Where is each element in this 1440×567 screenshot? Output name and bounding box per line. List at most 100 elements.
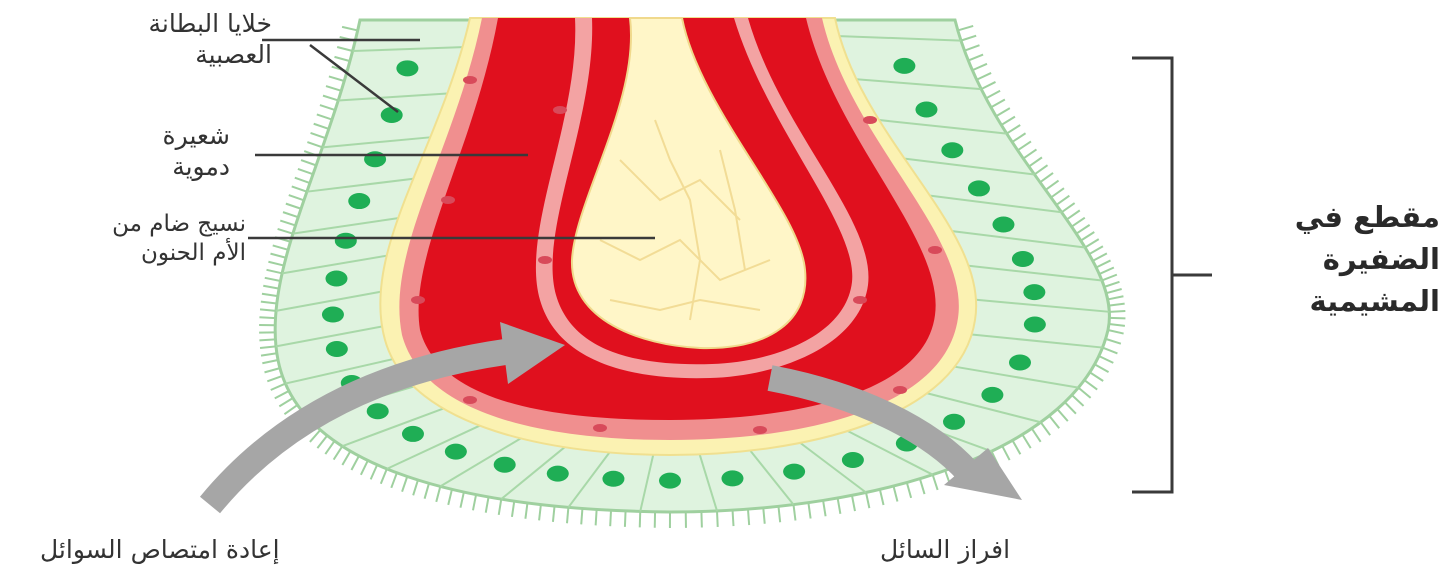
microvillus bbox=[717, 511, 718, 527]
microvillus bbox=[298, 169, 313, 174]
microvillus bbox=[261, 302, 277, 304]
section-bracket bbox=[1132, 58, 1212, 492]
microvillus bbox=[260, 346, 276, 348]
microvillus bbox=[460, 492, 463, 508]
microvillus bbox=[1108, 296, 1124, 299]
microvillus bbox=[1104, 282, 1119, 287]
microvillus bbox=[866, 492, 869, 508]
microvillus bbox=[981, 82, 995, 89]
wall-nucleus bbox=[753, 426, 767, 434]
microvillus bbox=[1012, 133, 1025, 142]
microvillus bbox=[283, 212, 298, 217]
microvillus bbox=[539, 505, 541, 521]
microvillus bbox=[553, 506, 555, 522]
nucleus bbox=[992, 217, 1014, 233]
microvillus bbox=[271, 384, 286, 390]
nucleus bbox=[367, 403, 389, 419]
nucleus bbox=[783, 464, 805, 480]
label-fluid-secretion: افراز السائل bbox=[880, 534, 1142, 565]
microvillus bbox=[317, 436, 327, 449]
microvillus bbox=[1078, 388, 1090, 398]
microvillus bbox=[972, 64, 987, 70]
nucleus bbox=[602, 471, 624, 487]
nucleus bbox=[842, 452, 864, 468]
nucleus bbox=[445, 444, 467, 460]
microvillus bbox=[512, 501, 514, 517]
microvillus bbox=[763, 508, 764, 524]
microvillus bbox=[448, 489, 452, 505]
microvillus bbox=[317, 114, 332, 119]
microvillus bbox=[1081, 232, 1094, 241]
microvillus bbox=[265, 278, 281, 281]
microvillus bbox=[610, 510, 611, 526]
label-epithelial-cells: خلايا البطانة العصبية bbox=[40, 8, 272, 71]
microvillus bbox=[581, 508, 582, 524]
microvillus bbox=[1023, 149, 1036, 158]
microvillus bbox=[391, 473, 397, 488]
microvillus bbox=[907, 482, 911, 497]
microvillus bbox=[964, 45, 979, 50]
microvillus bbox=[1034, 165, 1047, 174]
microvillus bbox=[260, 309, 276, 310]
microvillus bbox=[1065, 402, 1076, 414]
microvillus bbox=[1109, 304, 1125, 306]
wall-nucleus bbox=[553, 106, 567, 114]
microvillus bbox=[748, 509, 749, 525]
microvillus bbox=[314, 124, 329, 129]
label-connective-tissue-line2: الأم الحنون bbox=[0, 239, 246, 268]
microvillus bbox=[808, 503, 810, 519]
microvillus bbox=[381, 469, 387, 484]
microvillus bbox=[266, 270, 282, 274]
nucleus bbox=[322, 307, 344, 323]
microvillus bbox=[733, 510, 734, 526]
microvillus bbox=[1093, 253, 1107, 261]
microvillus bbox=[1090, 372, 1103, 381]
microvillus bbox=[838, 498, 841, 514]
microvillus bbox=[425, 483, 429, 498]
microvillus bbox=[794, 505, 796, 521]
microvillus bbox=[1072, 395, 1084, 406]
microvillus bbox=[1099, 268, 1114, 275]
nucleus bbox=[1009, 355, 1031, 371]
microvillus bbox=[991, 100, 1005, 108]
wall-nucleus bbox=[863, 116, 877, 124]
wall-nucleus bbox=[441, 196, 455, 204]
microvillus bbox=[436, 486, 440, 501]
microvillus bbox=[371, 465, 378, 480]
nucleus bbox=[402, 426, 424, 442]
microvillus bbox=[329, 76, 344, 81]
wall-nucleus bbox=[893, 386, 907, 394]
microvillus bbox=[262, 360, 278, 363]
microvillus bbox=[996, 108, 1010, 116]
label-connective-tissue-line1: نسيج ضام من bbox=[0, 210, 246, 239]
microvillus bbox=[1001, 117, 1015, 125]
microvillus bbox=[1046, 181, 1059, 190]
microvillus bbox=[958, 26, 973, 30]
microvillus bbox=[977, 73, 991, 80]
microvillus bbox=[259, 339, 275, 340]
microvillus bbox=[1102, 275, 1117, 281]
microvillus bbox=[1109, 324, 1125, 326]
nucleus bbox=[326, 341, 348, 357]
microvillus bbox=[1106, 339, 1121, 344]
nucleus bbox=[943, 414, 965, 430]
microvillus bbox=[351, 456, 359, 470]
microvillus bbox=[268, 262, 284, 266]
microvillus bbox=[1089, 246, 1103, 254]
microvillus bbox=[1095, 364, 1109, 372]
microvillus bbox=[325, 441, 334, 454]
microvillus bbox=[880, 489, 884, 505]
wall-nucleus bbox=[538, 256, 552, 264]
nucleus bbox=[348, 193, 370, 209]
microvillus bbox=[261, 353, 277, 355]
microvillus bbox=[273, 245, 288, 249]
label-fluid-reabsorption: إعادة امتصاص السوائل bbox=[40, 534, 520, 565]
microvillus bbox=[402, 477, 407, 492]
microvillus bbox=[933, 475, 938, 490]
label-capillary: شعيرة دموية bbox=[50, 120, 230, 183]
microvillus bbox=[823, 500, 825, 516]
nucleus bbox=[721, 470, 743, 486]
microvillus bbox=[486, 497, 489, 513]
nucleus bbox=[494, 457, 516, 473]
microvillus bbox=[920, 479, 925, 494]
